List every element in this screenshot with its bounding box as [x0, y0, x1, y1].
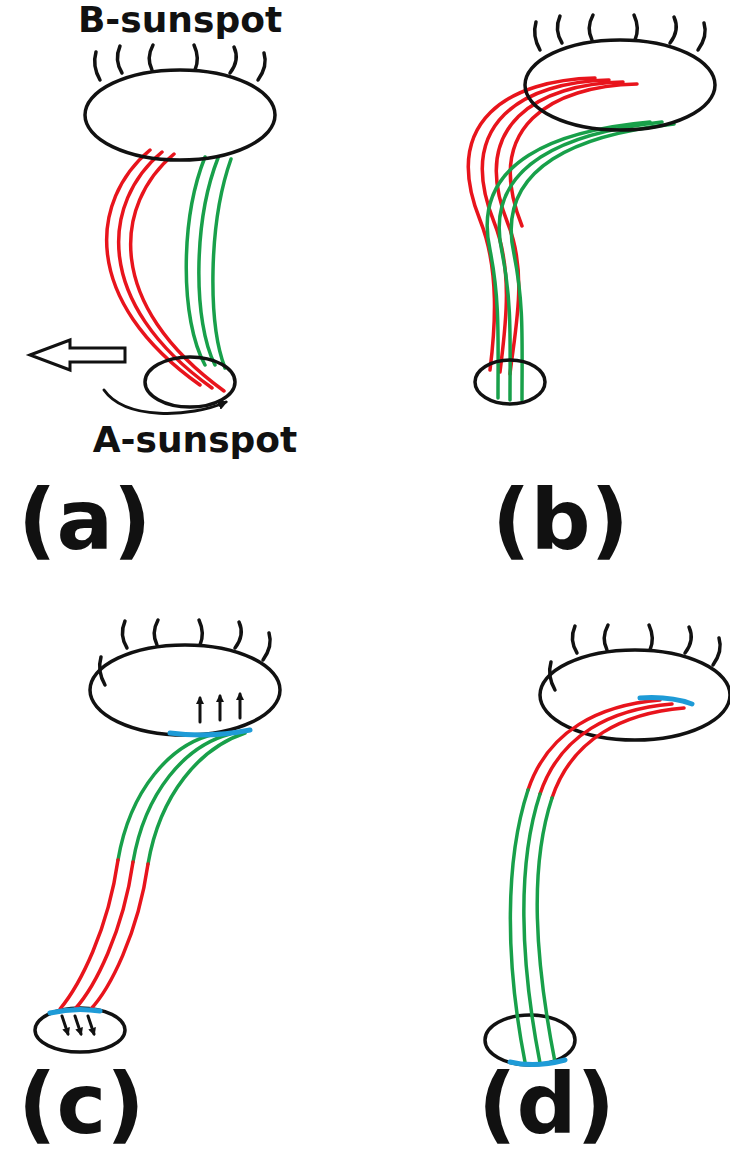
panel-label: (c)	[18, 1062, 145, 1146]
sunspot-name: B-sunspot	[78, 0, 282, 40]
sunspot: A-sunspot	[30, 352, 360, 464]
panel-label: (d)	[478, 1062, 615, 1146]
sunspot-name: A-sunspot	[93, 420, 298, 460]
panel-label: (b)	[492, 478, 629, 562]
sunspot: B-sunspot	[40, 0, 320, 165]
panel-label: (a)	[18, 478, 151, 562]
